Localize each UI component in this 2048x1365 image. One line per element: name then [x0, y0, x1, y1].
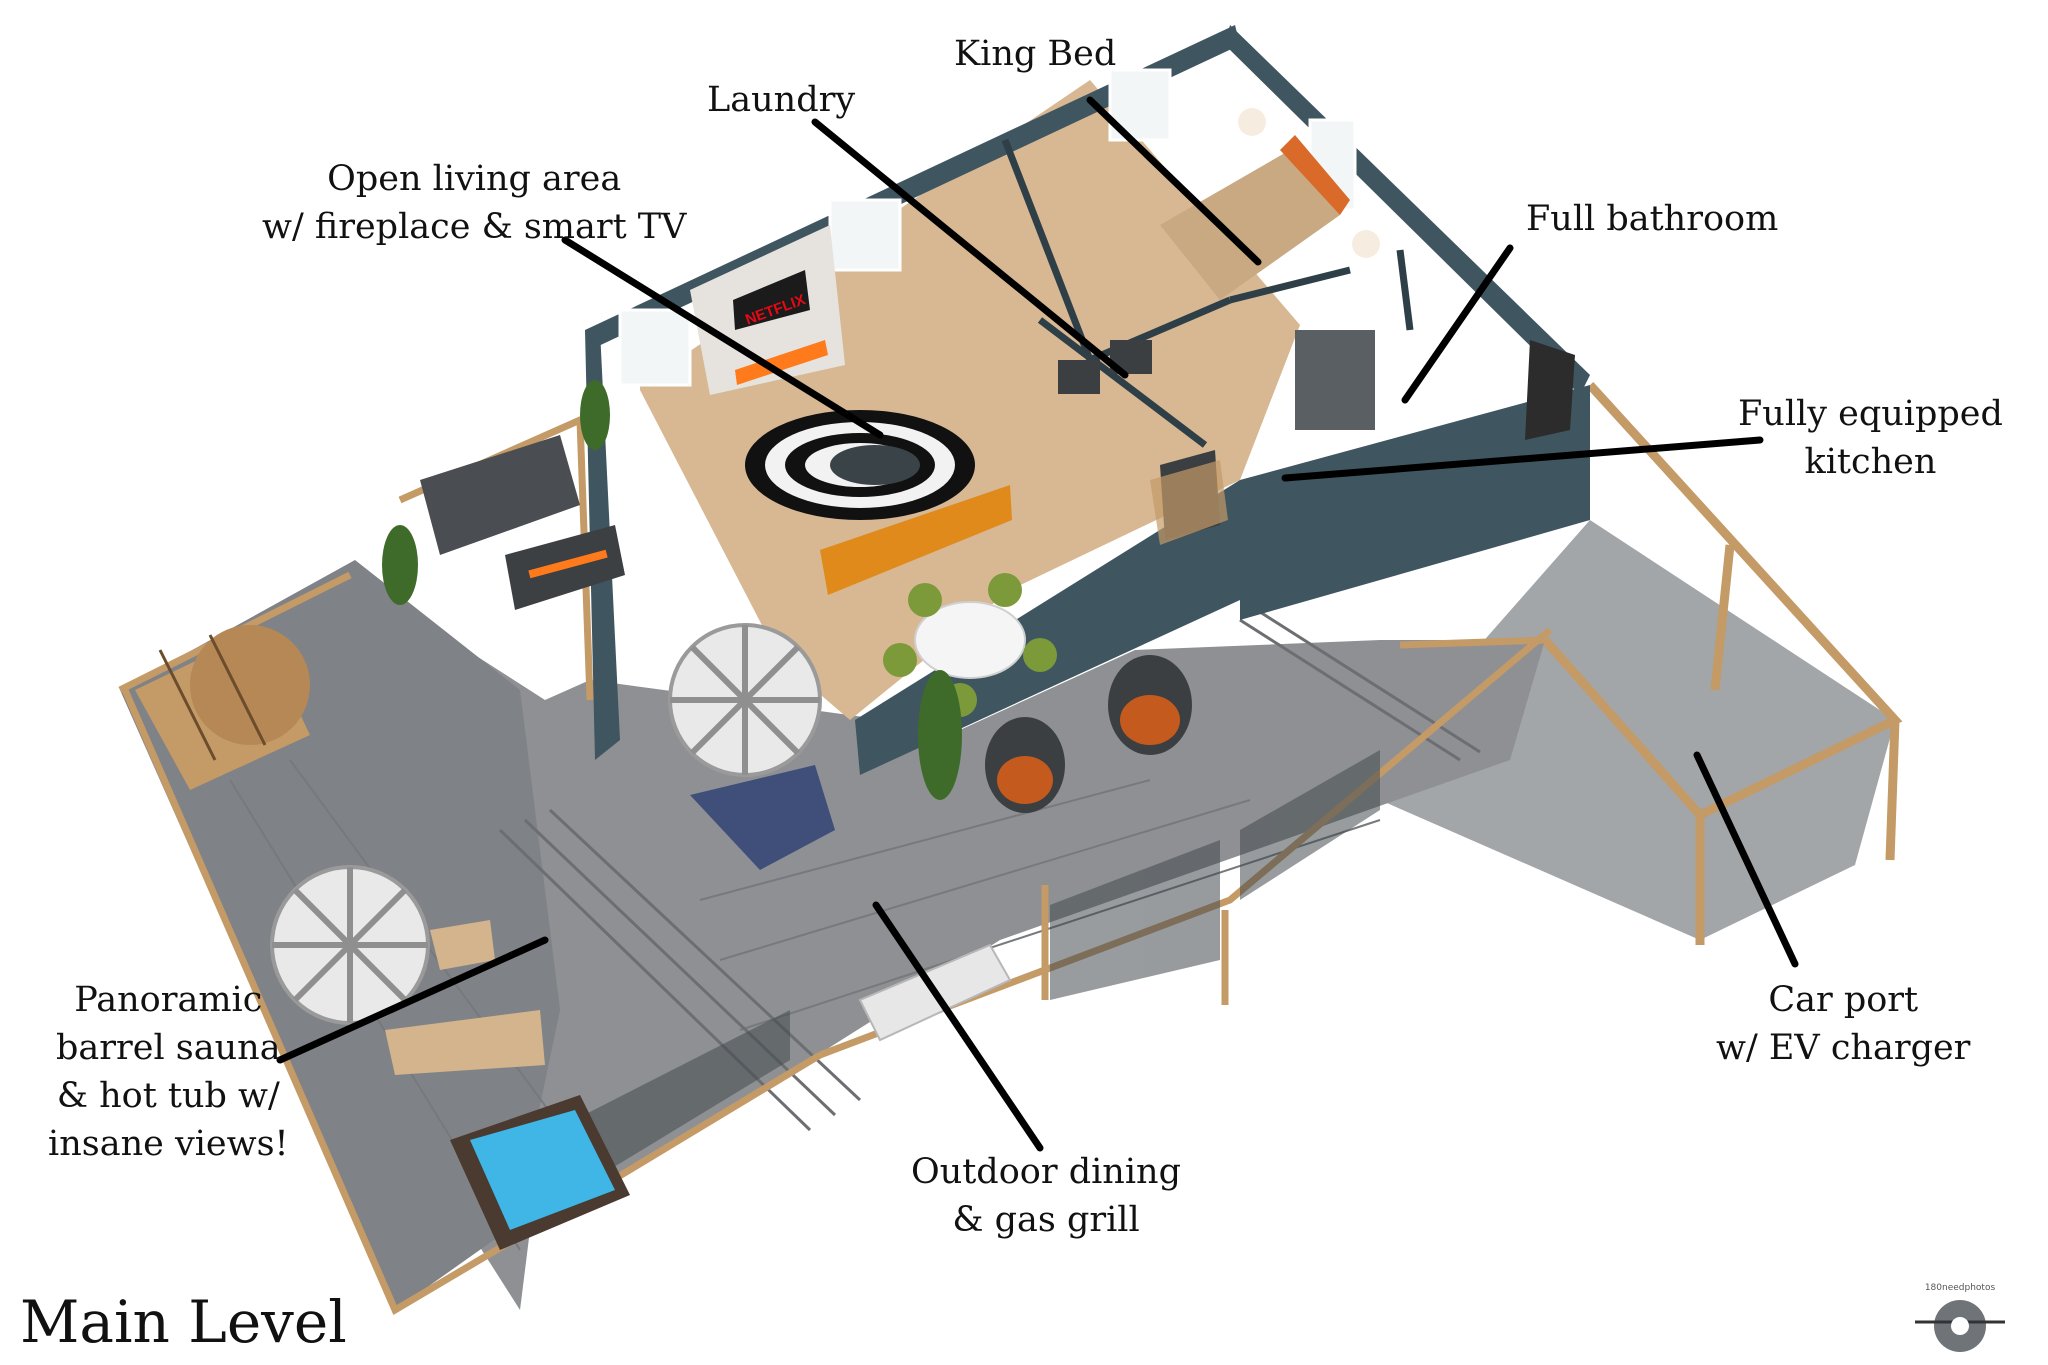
callout-living-line-1: Open living area: [327, 159, 622, 199]
leader-bathroom: [1401, 244, 1514, 404]
patio-umbrellas: [270, 623, 822, 1025]
lounge-area: [420, 435, 625, 610]
sun-loungers: [385, 920, 545, 1075]
callout-dining-line-2: & gas grill: [952, 1200, 1140, 1240]
kitchen: [1150, 330, 1375, 545]
callout-dining: Outdoor dining & gas grill: [911, 1148, 1181, 1244]
barrel-sauna: [135, 625, 310, 790]
callout-kitchen-line-2: kitchen: [1804, 442, 1937, 482]
windows: [618, 68, 1357, 387]
fireplace-wall: NETFLIX: [690, 225, 845, 395]
plants: [382, 380, 962, 800]
leader-laundry: [811, 118, 1129, 379]
leader-kitchen: [1281, 436, 1764, 482]
king-bed: [1160, 108, 1380, 300]
page-title: Main Level: [20, 1288, 347, 1356]
callout-carport-line-1: Car port: [1768, 980, 1919, 1020]
callout-kitchen: Fully equipped kitchen: [1738, 390, 2003, 486]
callout-king-bed-line: King Bed: [954, 34, 1117, 74]
sofa: [820, 485, 1012, 595]
callout-sauna-line-2: barrel sauna: [56, 1028, 281, 1068]
carport-frame: [1541, 381, 1903, 945]
egg-chairs: [985, 655, 1192, 813]
callout-sauna-line-3: & hot tub w/: [56, 1076, 280, 1116]
bathroom-wall: [1525, 340, 1575, 440]
callout-laundry-line: Laundry: [707, 80, 856, 120]
callout-laundry: Laundry: [707, 76, 855, 124]
callout-sauna-line-4: insane views!: [48, 1124, 289, 1164]
hot-tub: [450, 1095, 630, 1250]
callout-carport-line-2: w/ EV charger: [1716, 1028, 1971, 1068]
callout-king-bed: King Bed: [954, 30, 1116, 78]
callout-kitchen-line-1: Fully equipped: [1738, 394, 2003, 434]
leader-dining: [872, 901, 1044, 1152]
callout-bathroom-line: Full bathroom: [1526, 199, 1779, 239]
callout-carport: Car port w/ EV charger: [1716, 976, 1970, 1072]
photographer-watermark-logo: 180needphotos: [1915, 1283, 2005, 1352]
callout-living-line-2: w/ fireplace & smart TV: [262, 207, 687, 247]
leader-carport: [1693, 751, 1799, 968]
callout-living-area: Open living area w/ fireplace & smart TV: [262, 155, 686, 251]
house-floor: [640, 80, 1300, 720]
room-dividers: [1001, 138, 1414, 448]
callout-sauna: Panoramic barrel sauna & hot tub w/ insa…: [48, 976, 289, 1168]
callout-sauna-line-1: Panoramic: [74, 980, 263, 1020]
deck-stairs: [498, 610, 1481, 1132]
carport-slab: [1380, 520, 1895, 940]
callout-dining-line-1: Outdoor dining: [911, 1152, 1181, 1192]
callout-leaders: [276, 96, 1799, 1152]
leader-sauna: [276, 936, 549, 1064]
leader-king-bed: [1086, 96, 1262, 266]
leader-living: [561, 236, 884, 439]
outdoor-rug: [690, 765, 835, 870]
watermark-text: 180needphotos: [1925, 1283, 1996, 1293]
callout-bathroom: Full bathroom: [1526, 195, 1778, 243]
living-rug: [745, 410, 975, 520]
